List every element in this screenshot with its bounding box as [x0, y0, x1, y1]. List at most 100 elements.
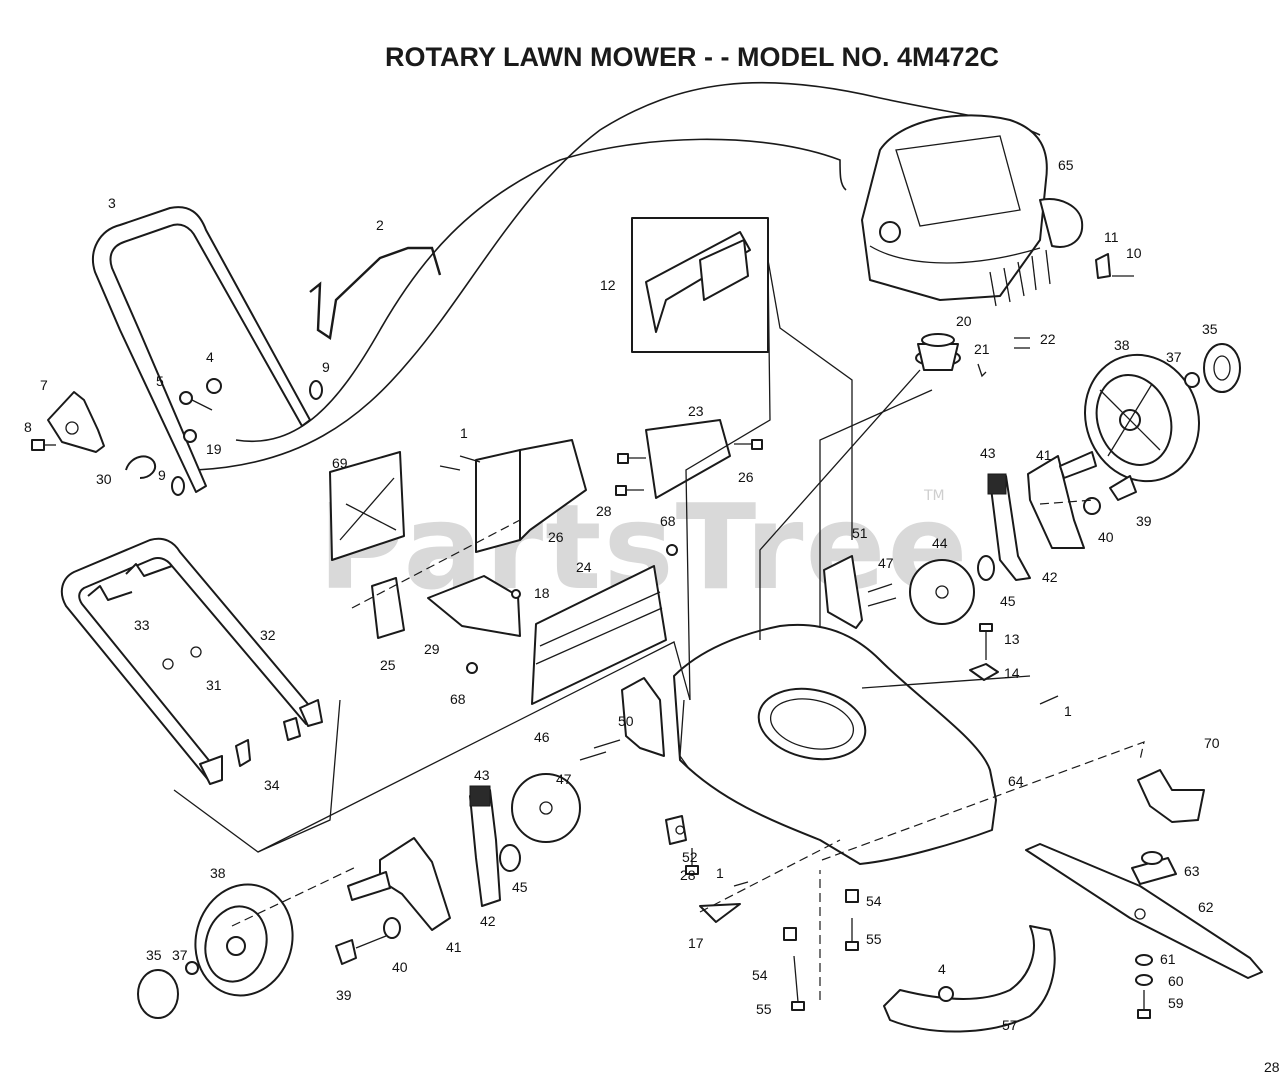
mulch-kit-inset-12	[631, 217, 769, 353]
callout: 13	[1004, 631, 1020, 647]
wheel-38-right	[1084, 353, 1200, 483]
throttle-cable	[195, 81, 1041, 471]
callout: 68	[450, 691, 466, 707]
handle-knob-7	[47, 391, 105, 453]
clip-9-lower	[171, 476, 185, 496]
callout: 9	[158, 467, 166, 483]
callout: 21	[974, 341, 990, 357]
deflector-69	[329, 451, 405, 561]
callout: 40	[1098, 529, 1114, 545]
callout: 50	[618, 713, 634, 729]
bolt-39-left	[335, 935, 387, 965]
callout: 26	[738, 469, 754, 485]
callout: 43	[474, 767, 490, 783]
bracket-50	[621, 677, 665, 757]
rear-door-24	[531, 565, 667, 705]
upper-handle	[92, 206, 311, 493]
callout-labels: 1 1 1 2 3 4 4 5 7 8 9 9 10 11 12 13 14 1…	[24, 157, 1280, 1072]
callout: 38	[1114, 337, 1130, 353]
lever-43-right	[987, 473, 1031, 581]
callout: 57	[1002, 1017, 1018, 1033]
callout: 11	[1104, 229, 1119, 245]
callout: 32	[260, 627, 276, 643]
callout: 33	[134, 617, 150, 633]
hubcap-35-right	[1203, 343, 1241, 393]
callout: 2	[376, 217, 384, 233]
screw-1-lower	[733, 881, 749, 887]
callout: 35	[1202, 321, 1218, 337]
engine-fins	[989, 249, 1051, 307]
bracket-29	[427, 575, 521, 637]
adapter-63	[1131, 851, 1177, 885]
callout: 14	[1004, 665, 1020, 681]
callout: 68	[660, 513, 676, 529]
callout: 29	[424, 641, 440, 657]
engine-65	[861, 114, 1084, 307]
callout: 17	[688, 935, 704, 951]
handle-wire-2	[309, 246, 442, 341]
washer-40-right	[1083, 497, 1101, 515]
bracket-11	[1095, 253, 1111, 279]
washer-60	[1135, 974, 1153, 986]
callout: 4	[206, 349, 214, 365]
bolt-13	[979, 623, 993, 660]
callout: 31	[206, 677, 222, 693]
callout: 63	[1184, 863, 1200, 879]
callout: 10	[1126, 245, 1142, 261]
callout: 12	[600, 277, 616, 293]
callout: 54	[752, 967, 768, 983]
skirt-57	[883, 925, 1056, 1033]
callout: 23	[688, 403, 704, 419]
callout: 45	[1000, 593, 1016, 609]
screw-28-upper	[615, 439, 763, 496]
callout: 19	[206, 441, 222, 457]
callout: 1	[1064, 703, 1072, 719]
leader-lines	[173, 259, 1031, 853]
callout: 37	[1166, 349, 1182, 365]
callout: 9	[322, 359, 330, 375]
guide-line-2	[231, 865, 359, 927]
callout: 43	[980, 445, 996, 461]
callout: 38	[210, 865, 226, 881]
screw-18	[511, 589, 521, 599]
bolt-8	[31, 439, 56, 451]
callout: 51	[852, 525, 868, 541]
callout: 30	[96, 471, 112, 487]
adapter-20	[915, 333, 961, 371]
bolts-47-upper	[867, 583, 897, 607]
callout: 55	[756, 1001, 772, 1017]
callout: 40	[392, 959, 408, 975]
clip-34	[235, 717, 301, 767]
callout: 5	[156, 373, 164, 389]
screw-68	[466, 544, 678, 674]
bolt-5	[179, 391, 213, 411]
callout: 64	[1008, 773, 1024, 789]
deck-64	[673, 623, 997, 865]
callout: 3	[108, 195, 116, 211]
guide-line-4	[1039, 499, 1095, 505]
callout: 35	[146, 947, 162, 963]
diagram-title: ROTARY LAWN MOWER - - MODEL NO. 4M472C	[385, 42, 999, 72]
bolt-55-a	[845, 918, 859, 951]
callout: 44	[932, 535, 948, 551]
callout: 60	[1168, 973, 1184, 989]
bracket-52	[665, 815, 687, 845]
callout: 39	[1136, 513, 1152, 529]
callout: 7	[40, 377, 48, 393]
spacer-45-left	[499, 844, 521, 872]
callout: 47	[878, 555, 894, 571]
guide-line-3	[699, 839, 841, 913]
callout: 42	[1042, 569, 1058, 585]
callout: 1	[716, 865, 724, 881]
bolts-22	[1014, 337, 1030, 349]
bolt-59	[1137, 990, 1151, 1019]
washer-37-right	[1184, 372, 1200, 388]
callout: 59	[1168, 995, 1184, 1011]
clip-9-upper	[309, 380, 323, 400]
clip-17	[699, 903, 741, 923]
clip-54-b	[783, 927, 797, 941]
callout: 69	[332, 455, 348, 471]
clip-31	[162, 646, 202, 670]
callout: 47	[556, 771, 572, 787]
